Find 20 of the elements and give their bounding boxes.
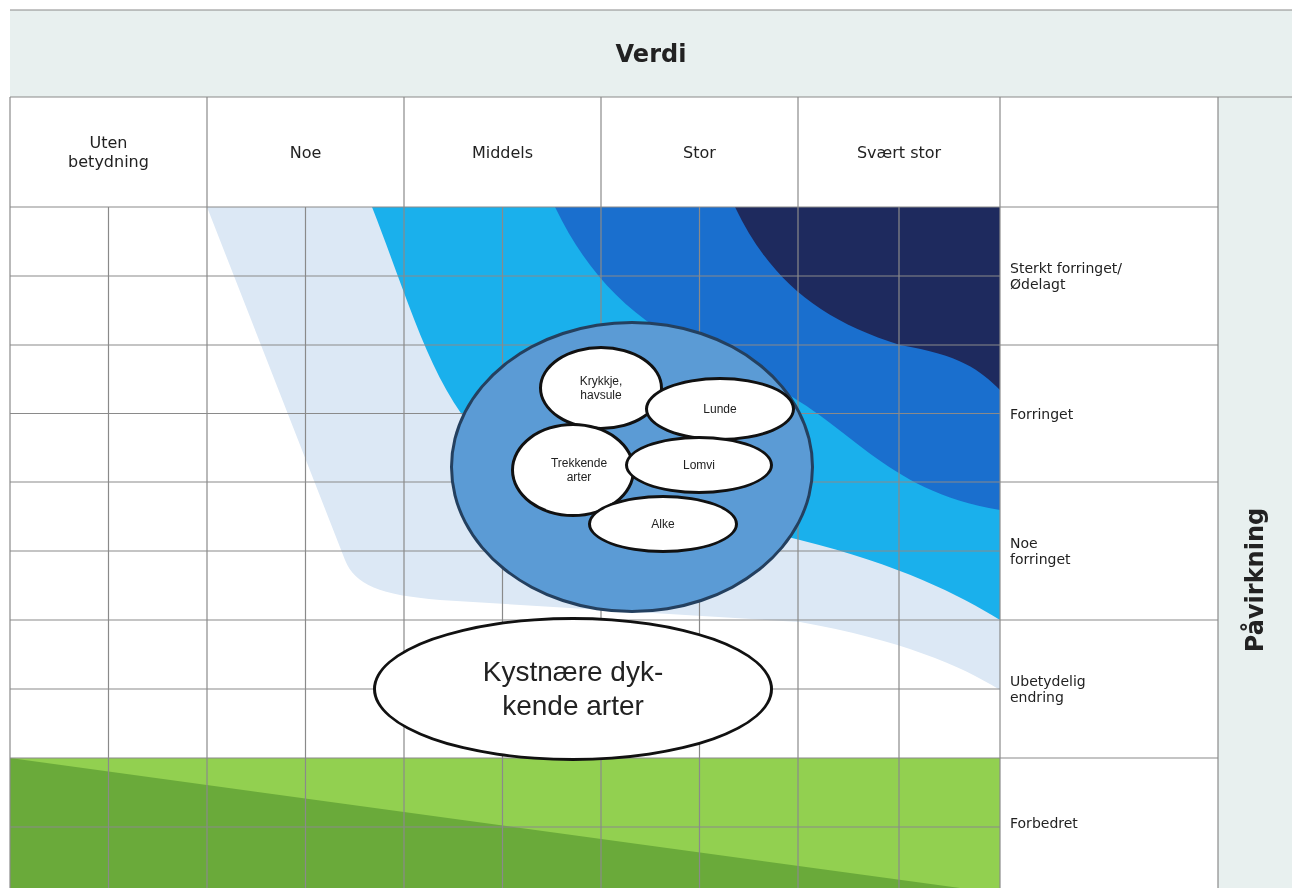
row-header: Forbedret	[1010, 815, 1078, 831]
column-header: Svært stor	[856, 142, 942, 162]
node-label: Alke	[650, 516, 676, 532]
column-header: Middels	[471, 142, 534, 162]
column-header: Stor	[683, 142, 716, 162]
row-header: Forringet	[1010, 405, 1074, 422]
row-header: Sterkt forringet/ Ødelagt	[1010, 260, 1124, 292]
node-label: Kystnære dyk- kende arter	[481, 655, 665, 723]
node-label: Lunde	[702, 401, 738, 417]
row-header: Ubetydelig endring	[1010, 673, 1087, 705]
row-header: Noe forringet	[1010, 535, 1072, 567]
node-label: Krykkje, havsule	[578, 373, 624, 403]
node-label: Lomvi	[682, 457, 716, 473]
column-header: Uten betydning	[67, 133, 150, 171]
ellipse-node	[625, 436, 773, 494]
axis-title: Påvirkning	[1241, 507, 1269, 653]
ellipse-node	[645, 377, 795, 441]
column-header: Noe	[289, 142, 322, 162]
node-label: Trekkende arter	[549, 455, 609, 485]
axis-title: Verdi	[615, 39, 687, 68]
